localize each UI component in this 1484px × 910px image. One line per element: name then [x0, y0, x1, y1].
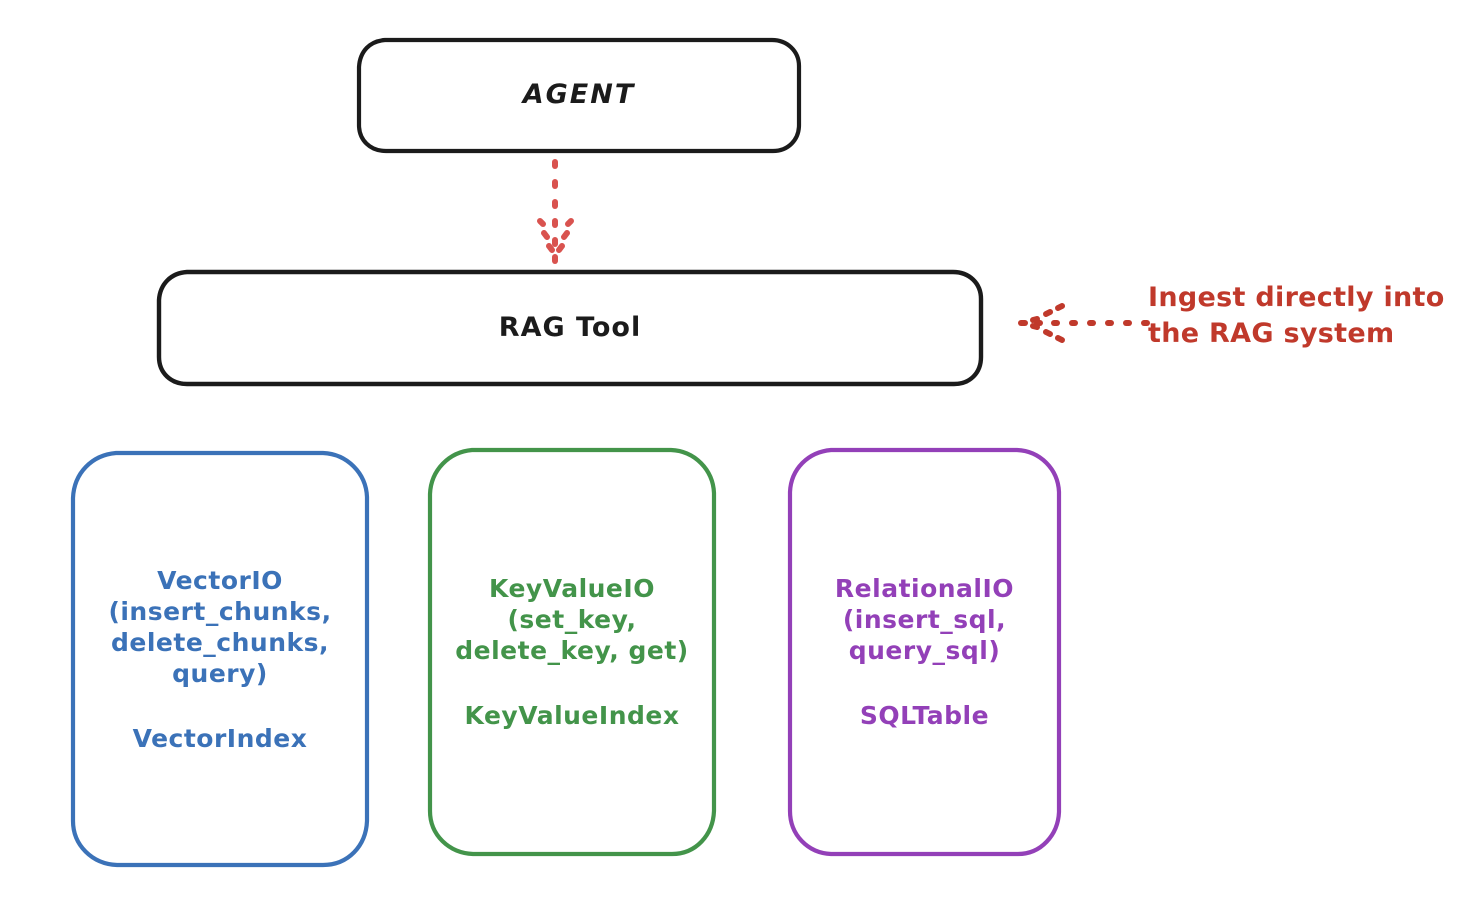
- node-rag-tool[interactable]: RAG Tool: [156, 269, 984, 387]
- node-relational-io-index-label: SQLTable: [859, 701, 990, 730]
- node-rag-tool-label: RAG Tool: [498, 311, 642, 343]
- node-relational-io[interactable]: RelationalIO (insert_sql, query_sql) SQL…: [787, 447, 1062, 857]
- node-vector-io-index-label: VectorIndex: [132, 723, 308, 753]
- node-agent-outline: [356, 37, 802, 154]
- node-relational-io-api-label: RelationalIO (insert_sql, query_sql): [834, 574, 1015, 665]
- node-key-value-io-api-label: KeyValueIO (set_key, delete_key, get): [455, 574, 689, 665]
- annotation-ingest-label: Ingest directly into the RAG system: [1148, 282, 1445, 350]
- node-agent[interactable]: AGENT: [356, 37, 802, 154]
- node-vector-io-outline: [70, 450, 370, 868]
- node-key-value-io-outline: [427, 447, 717, 857]
- node-relational-io-outline: [787, 447, 1062, 857]
- node-rag-tool-outline: [156, 269, 984, 387]
- arrow-ingest-icon: [1018, 303, 1150, 343]
- arrow-agent-to-rag-icon: [537, 159, 574, 264]
- node-vector-io[interactable]: VectorIO (insert_chunks, delete_chunks, …: [70, 450, 370, 868]
- node-vector-io-api-label: VectorIO (insert_chunks, delete_chunks, …: [108, 565, 332, 688]
- node-key-value-io[interactable]: KeyValueIO (set_key, delete_key, get) Ke…: [427, 447, 717, 857]
- node-key-value-io-index-label: KeyValueIndex: [464, 701, 680, 730]
- node-agent-label: AGENT: [522, 79, 636, 111]
